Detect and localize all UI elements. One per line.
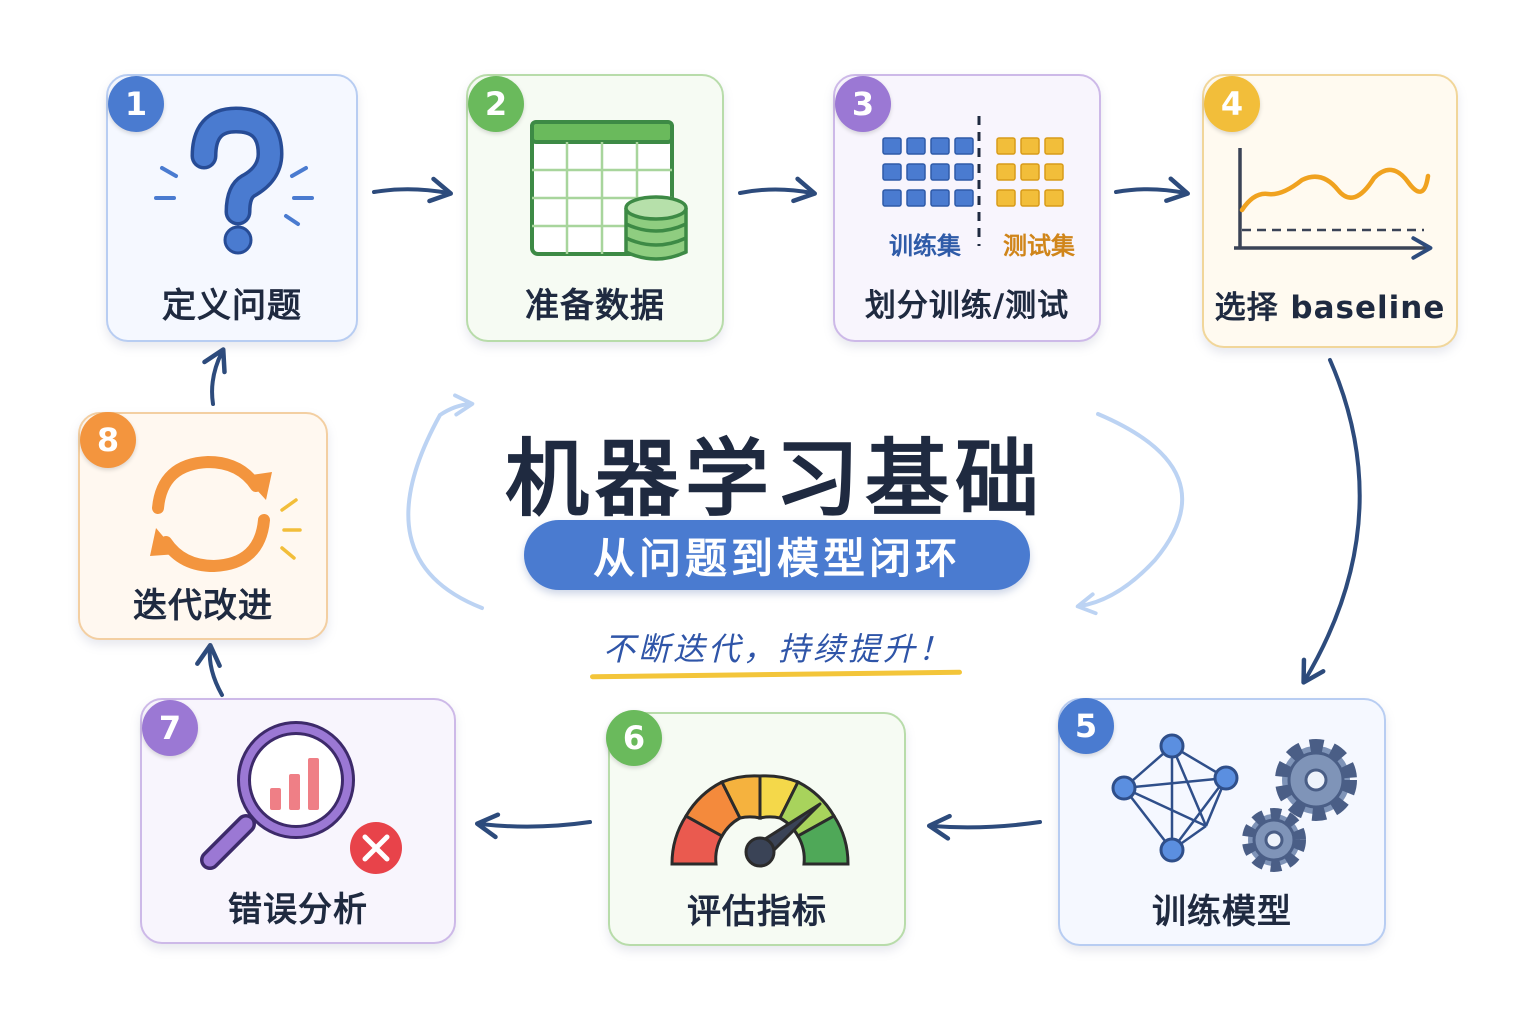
magnifier-error-icon (200, 721, 402, 874)
step-badge-8: 8 (80, 412, 136, 468)
test-set-label: 测试集 (1003, 232, 1075, 260)
step-label-2: 准备数据 (525, 286, 665, 326)
slogan-text: 不断迭代，持续提升！ (602, 630, 953, 668)
step-badge-5: 5 (1058, 698, 1114, 754)
step-label-4: 选择 baseline (1214, 290, 1446, 326)
train-set-label: 训练集 (889, 232, 961, 260)
speedometer-gauge-icon (670, 774, 850, 868)
question-mark-icon (154, 106, 314, 255)
subtitle-pill: 从问题到模型闭环 (524, 520, 1030, 590)
baseline-chart-icon (1234, 148, 1433, 260)
neural-network-gears-icon (1111, 733, 1357, 872)
step-label-5: 训练模型 (1152, 892, 1292, 932)
step-label-1: 定义问题 (162, 286, 302, 326)
arrow-7-to-8 (195, 642, 224, 697)
step-badge-4: 4 (1204, 76, 1260, 132)
arrow-3-to-4 (1114, 176, 1190, 203)
step-card-5: 训练模型 (1058, 698, 1386, 946)
arrow-6-to-7 (474, 812, 592, 840)
page-title: 机器学习基础 (504, 430, 1045, 528)
step-label-7: 错误分析 (228, 890, 368, 930)
cycle-arrow-left (406, 393, 484, 610)
step-card-8: 迭代改进 (78, 412, 328, 640)
step-badge-1: 1 (108, 76, 164, 132)
step-label-3: 划分训练/测试 (864, 288, 1070, 324)
dataset-split-icon (882, 116, 1064, 246)
step-card-7: 错误分析 (140, 698, 456, 944)
arrow-8-to-1 (202, 347, 227, 406)
step-badge-6: 6 (606, 710, 662, 766)
step-badge-2: 2 (468, 76, 524, 132)
arrow-4-to-5 (1301, 358, 1362, 685)
arrow-5-to-6 (926, 813, 1042, 841)
step-badge-3: 3 (835, 76, 891, 132)
step-badge-7: 7 (142, 700, 198, 756)
arrow-1-to-2 (372, 176, 453, 204)
spreadsheet-database-icon (530, 120, 688, 261)
step-label-8: 迭代改进 (133, 586, 273, 626)
cycle-arrow-right (1075, 412, 1185, 616)
step-label-6: 评估指标 (687, 892, 827, 932)
refresh-cycle-icon (150, 455, 302, 573)
arrow-2-to-3 (738, 176, 817, 204)
